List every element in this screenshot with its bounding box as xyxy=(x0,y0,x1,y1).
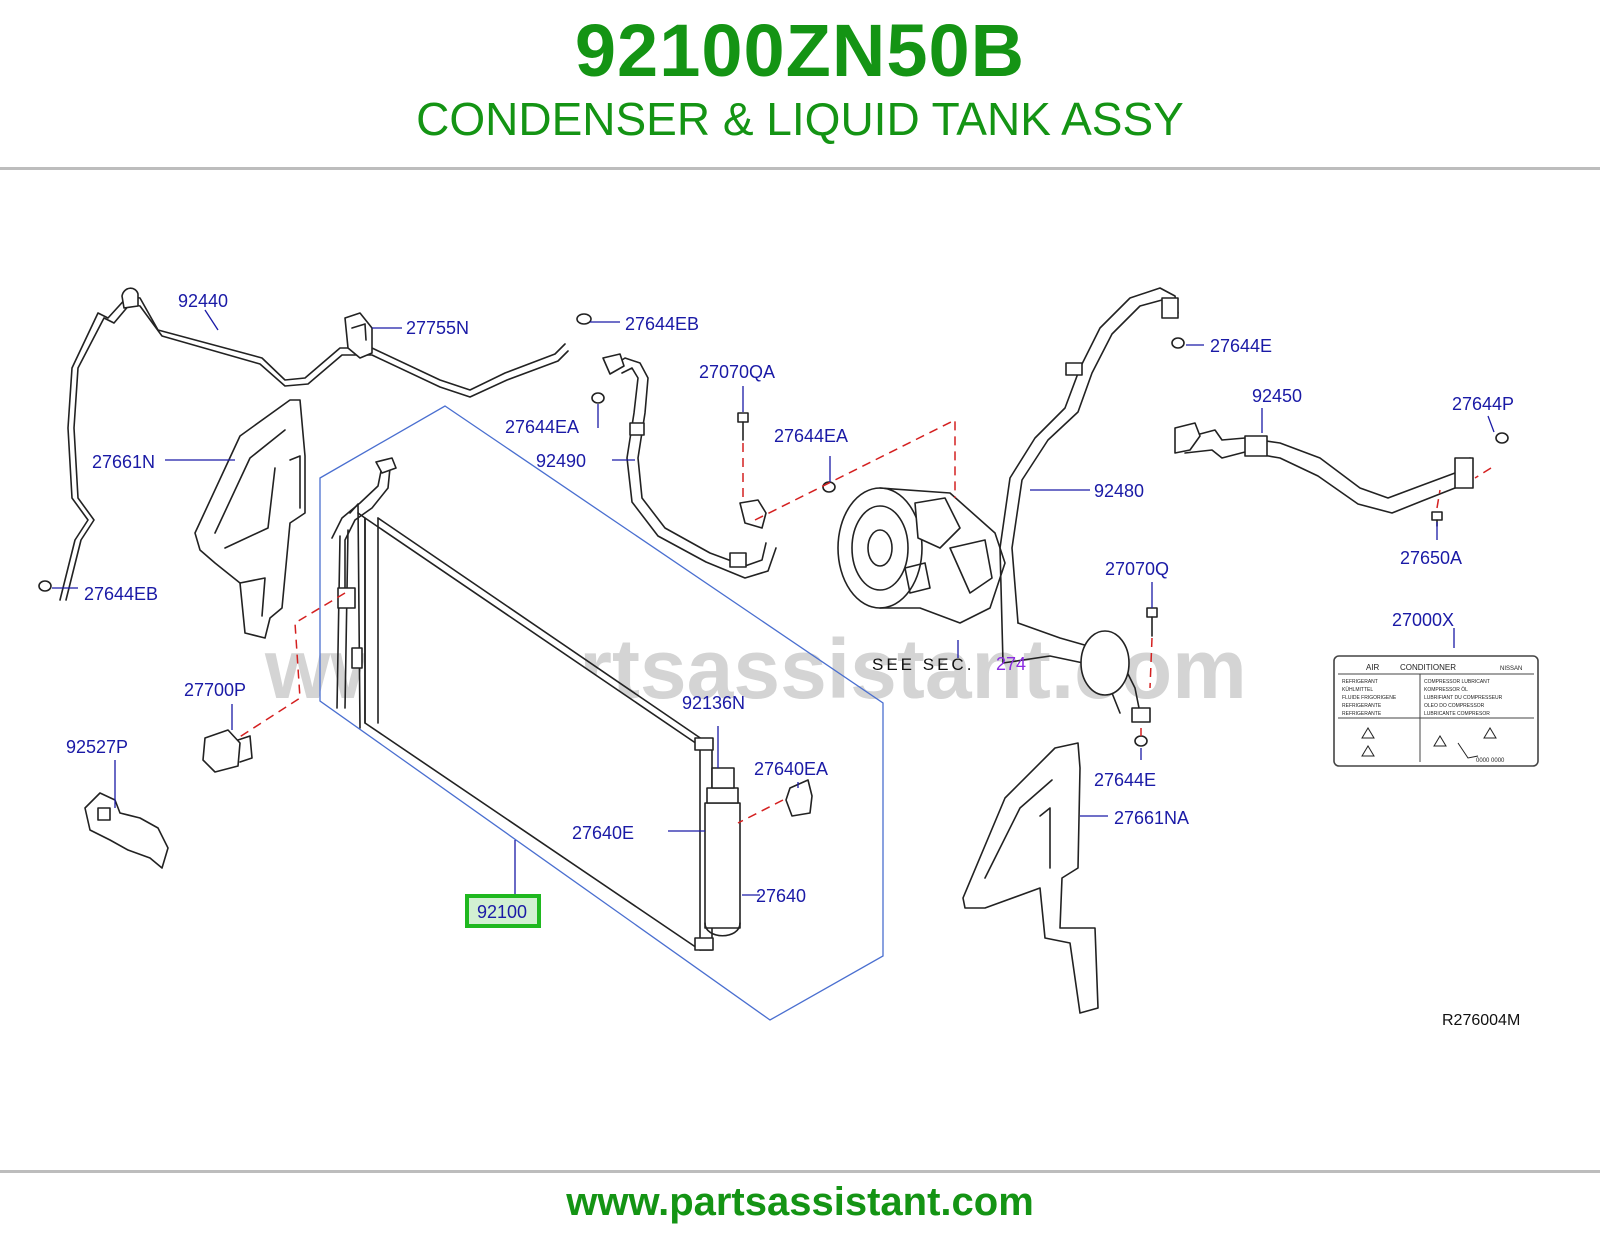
plate-title-right: NISSAN xyxy=(1500,666,1522,672)
condenser-92100 xyxy=(331,457,714,951)
plate-right-line-5: LUBRICANTE COMPRESOR xyxy=(1424,711,1490,717)
callout-92136N: 92136N xyxy=(682,693,745,713)
part-number-title: 92100ZN50B xyxy=(574,9,1026,92)
callout-27640EA: 27640EA xyxy=(754,759,828,779)
callout-27644EA-left: 27644EA xyxy=(505,417,579,437)
plate-left-line-4: REFRIGERANTE xyxy=(1342,703,1382,709)
callout-27644E-top: 27644E xyxy=(1210,336,1272,356)
see-sec-text: SEE SEC. xyxy=(872,655,974,674)
bolt-27070QA xyxy=(737,412,749,441)
o-ring-27644P xyxy=(1495,432,1509,444)
callout-27644EA-right: 27644EA xyxy=(774,426,848,446)
o-ring-27644E-top xyxy=(1171,337,1185,349)
figure-code: R276004M xyxy=(1442,1012,1520,1029)
callout-27000X: 27000X xyxy=(1392,610,1454,630)
plate-right-line-2: KOMPRESSOR ÖL xyxy=(1424,686,1468,693)
callout-92440: 92440 xyxy=(178,291,228,311)
plate-right-line-3: LUBRIFIANT DU COMPRESSEUR xyxy=(1424,695,1503,701)
header-divider xyxy=(0,167,1600,170)
callout-92100: 92100 xyxy=(477,902,527,922)
o-ring-27644EB-bottom xyxy=(38,580,52,592)
liquid-tank-27640 xyxy=(704,767,741,937)
plate-right-line-1: COMPRESSOR LUBRICANT xyxy=(1424,679,1490,685)
plate-left-line-1: REFRIGERANT xyxy=(1342,679,1378,685)
part-name-subtitle: CONDENSER & LIQUID TANK ASSY xyxy=(416,93,1184,145)
o-ring-27644EA-left xyxy=(591,392,605,404)
callout-27755N: 27755N xyxy=(406,318,469,338)
callout-27070Q: 27070Q xyxy=(1105,559,1169,579)
o-ring-27644E-bottom xyxy=(1134,735,1148,747)
callout-labels: 92440 27755N 27644EB 27070QA 27644EA 276… xyxy=(66,291,1520,1029)
plate-title-left: AIR xyxy=(1366,663,1380,672)
pipe-92440 xyxy=(59,287,569,601)
clip-27755N xyxy=(344,312,373,359)
callout-27644EB-bottom: 27644EB xyxy=(84,584,158,604)
callout-27640: 27640 xyxy=(756,886,806,906)
parts-diagram: www.partsassistant.com xyxy=(38,287,1539,1029)
pressure-sensor-27700P xyxy=(202,729,253,773)
plate-left-line-3: FLUIDE FRIGORIGENE xyxy=(1342,695,1397,701)
o-ring-27644EB-top xyxy=(576,313,592,325)
highlight-box-92100 xyxy=(465,894,541,928)
compressor xyxy=(837,487,1006,624)
see-sec-link[interactable]: 274 xyxy=(996,654,1026,674)
hose-92480 xyxy=(999,287,1179,723)
plate-left-line-2: KÜHLMITTEL xyxy=(1342,686,1373,693)
air-guide-27661NA xyxy=(962,742,1099,1014)
callout-92490: 92490 xyxy=(536,451,586,471)
label-plate-27000X: AIR CONDITIONER NISSAN REFRIGERANT KÜHLM… xyxy=(1333,655,1539,767)
callout-27661NA: 27661NA xyxy=(1114,808,1189,828)
callout-27644E-bottom: 27644E xyxy=(1094,770,1156,790)
callout-92480: 92480 xyxy=(1094,481,1144,501)
callout-27700P: 27700P xyxy=(184,680,246,700)
relation-lines xyxy=(237,418,1492,824)
callout-27640E: 27640E xyxy=(572,823,634,843)
plate-left-line-5: REFRIGERANTE xyxy=(1342,711,1382,717)
page-header: 92100ZN50B CONDENSER & LIQUID TANK ASSY xyxy=(0,0,1600,168)
callout-27644EB-top: 27644EB xyxy=(625,314,699,334)
callout-92450: 92450 xyxy=(1252,386,1302,406)
callout-27661N: 27661N xyxy=(92,452,155,472)
assembly-outline xyxy=(319,405,884,1021)
callout-27070QA: 27070QA xyxy=(699,362,775,382)
footer-url[interactable]: www.partsassistant.com xyxy=(566,1180,1034,1224)
plate-right-line-4: OLEO DO COMPRESSOR xyxy=(1424,703,1485,709)
hose-92490 xyxy=(602,353,777,579)
bracket-27640EA xyxy=(785,779,813,817)
pipe-92450 xyxy=(1174,422,1474,514)
callout-27650A: 27650A xyxy=(1400,548,1462,568)
callout-27644P: 27644P xyxy=(1452,394,1514,414)
plate-code: 0000 0000 xyxy=(1476,758,1505,764)
bracket-92527P xyxy=(84,792,169,869)
footer-divider xyxy=(0,1170,1600,1173)
plate-title-mid: CONDITIONER xyxy=(1400,663,1456,672)
air-guide-27661N xyxy=(194,399,306,639)
leader-lines xyxy=(52,309,1495,896)
warning-triangle-icon xyxy=(1361,727,1497,759)
callout-92527P: 92527P xyxy=(66,737,128,757)
